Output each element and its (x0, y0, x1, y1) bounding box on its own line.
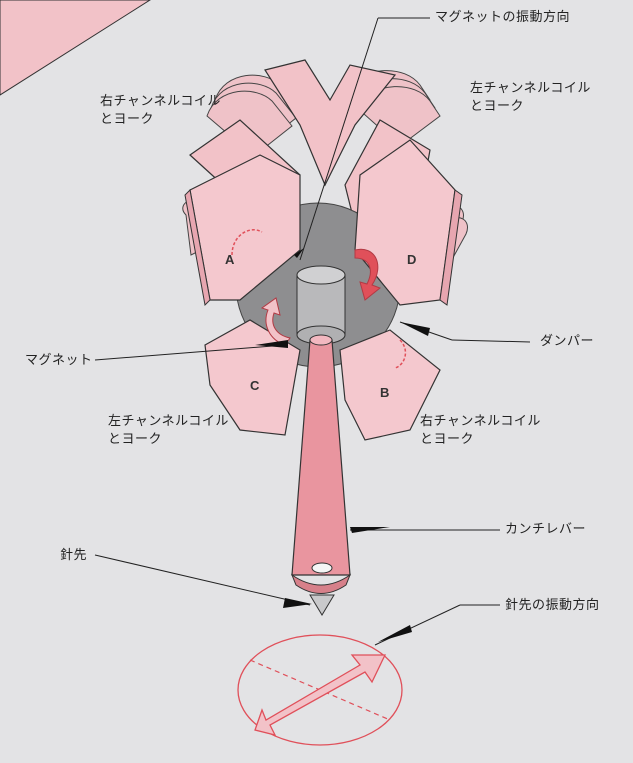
label-stylus-vibration-direction: 針先の振動方向 (505, 598, 600, 613)
stylus-vibration-diagram (237, 634, 403, 746)
coil-plate-b (339, 329, 441, 441)
magnet (296, 265, 346, 345)
coil-plate-c (204, 319, 301, 436)
label-magnet: マグネット (25, 353, 93, 368)
leader-lines (94, 17, 531, 646)
stylus-tip (309, 594, 335, 616)
label-left-channel-coil-bottom: 左チャンネルコイル とヨーク (108, 414, 229, 447)
label-right-channel-coil-bottom: 右チャンネルコイル とヨーク (420, 414, 541, 447)
coil-letter-b: B (380, 385, 390, 400)
label-cantilever: カンチレバー (505, 522, 587, 537)
corner-panel (0, 0, 151, 96)
label-right-channel-coil-top: 右チャンネルコイル とヨーク (100, 94, 221, 127)
coil-plate-a (184, 154, 301, 307)
coil-letter-d: D (407, 252, 417, 267)
cantilever (290, 334, 352, 594)
label-left-channel-coil-top: 左チャンネルコイル とヨーク (470, 81, 591, 114)
coil-letter-c: C (250, 378, 260, 393)
coil-letter-a: A (225, 252, 235, 267)
label-stylus-tip: 針先 (60, 548, 88, 563)
label-damper: ダンパー (540, 334, 595, 349)
pointer-wedges (255, 248, 430, 642)
motion-arrows (260, 248, 381, 346)
small-arrows (231, 229, 407, 369)
label-magnet-vibration-direction: マグネットの振動方向 (435, 10, 571, 25)
